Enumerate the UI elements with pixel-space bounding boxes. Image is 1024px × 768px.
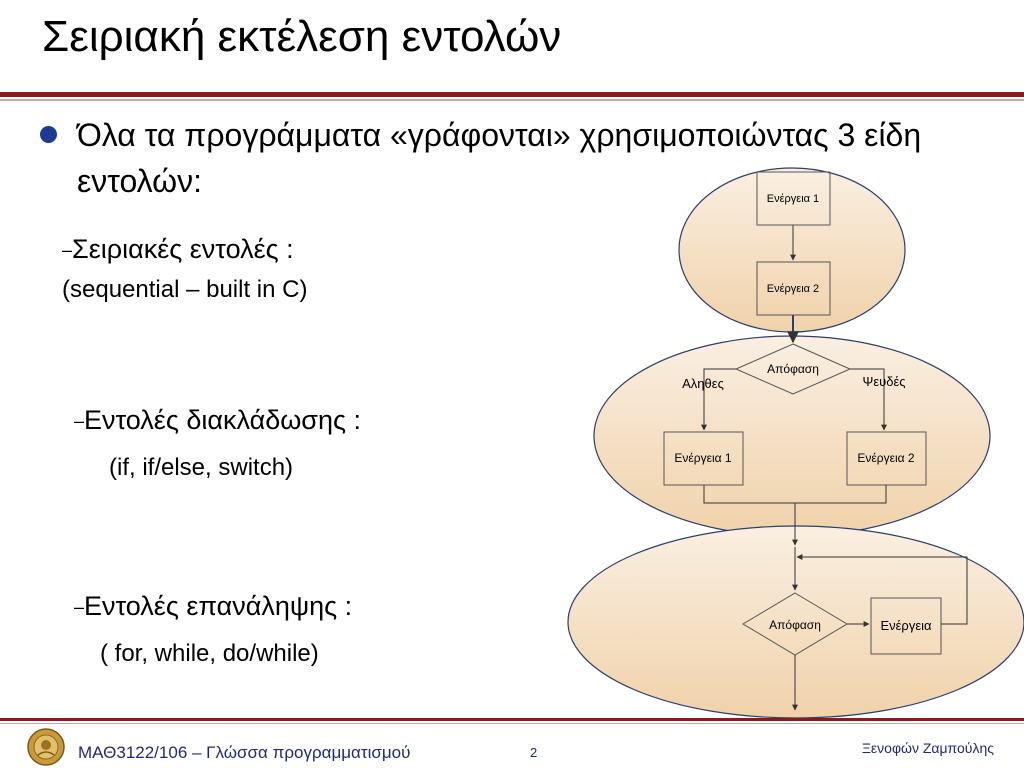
university-seal-icon (27, 728, 65, 766)
footer-rule (0, 718, 1024, 721)
footer-author: Ξενοφών Ζαμπούλης (861, 740, 994, 756)
footer-page-number: 2 (530, 745, 538, 760)
slide-title: Σειριακή εκτέλεση εντολών (42, 12, 562, 61)
seq-action1-label: Ενέργεια 1 (767, 193, 819, 205)
footer-rule-thin (0, 723, 1024, 724)
item-branching: –Εντολές διακλάδωσης : (74, 405, 361, 436)
item-branching-detail: (if, if/else, switch) (109, 454, 294, 481)
branch-action1-label: Ενέργεια 1 (674, 451, 731, 465)
title-rule-thin (0, 99, 1024, 101)
item-repetition: –Εντολές επανάληψης : (74, 591, 352, 622)
item-sequential: –Σειριακές εντολές : (62, 234, 294, 265)
loop-action-label: Ενέργεια (880, 618, 932, 633)
seq-action2-label: Ενέργεια 2 (767, 283, 819, 295)
dash-marker: – (74, 411, 85, 431)
footer-course: ΜΑΘ3122/106 – Γλώσσα προγραμματισμού (78, 743, 411, 762)
branch-decision-label: Απόφαση (767, 362, 819, 376)
item-label: Εντολές διακλάδωσης : (84, 405, 362, 435)
item-label: Σειριακές εντολές : (72, 234, 294, 264)
branch-decision-diamond (734, 343, 852, 395)
branch-false-path (850, 368, 887, 431)
bullet-icon (40, 126, 57, 143)
loop-decision-label: Απόφαση (769, 618, 821, 632)
loop-action-box (870, 597, 942, 655)
loop-back-path (796, 554, 968, 625)
branch-true-path (701, 368, 736, 431)
dash-marker: – (74, 597, 85, 617)
branch-action2-label: Ενέργεια 2 (857, 451, 914, 465)
dash-marker: – (62, 240, 73, 260)
main-bullet: Όλα τα προγράμματα «γράφονται» χρησιμοπο… (77, 117, 922, 199)
item-repetition-detail: ( for, while, do/while) (100, 640, 319, 667)
branch-true-label: Αληθες (682, 376, 724, 391)
item-label: Εντολές επανάληψης : (84, 591, 353, 621)
item-sequential-detail: (sequential – built in C) (62, 276, 308, 303)
branch-false-label: Ψευδές (862, 374, 905, 389)
title-rule (0, 92, 1024, 97)
